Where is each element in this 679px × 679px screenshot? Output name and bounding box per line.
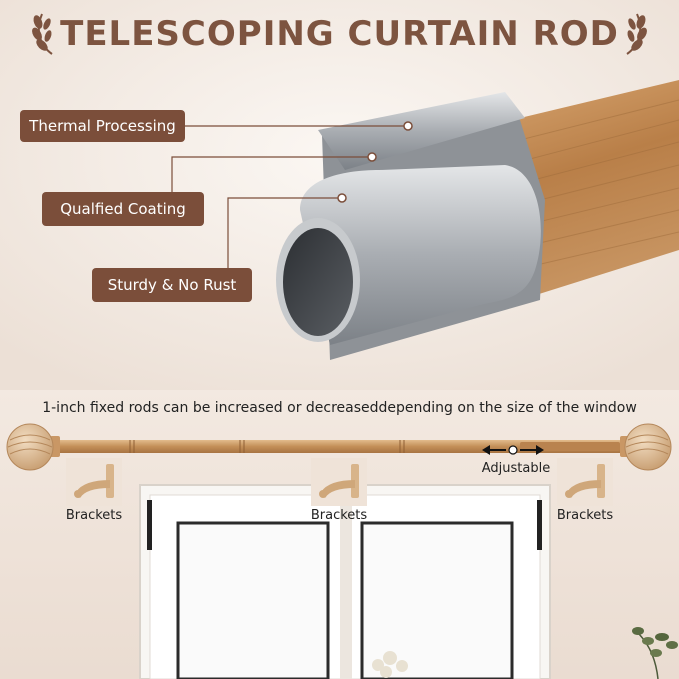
bracket-right [557,458,613,506]
rod-cross-section-illustration [171,80,679,360]
callout-thermal-processing: Thermal Processing [20,110,185,142]
bracket-center [311,458,367,506]
telescoping-caption: 1-inch fixed rods can be increased or de… [42,400,637,416]
callout-qualified-coating: Qualfied Coating [42,192,204,226]
adjustable-label: Adjustable [481,461,551,476]
callout-sturdy-no-rust: Sturdy & No Rust [92,268,252,302]
laurel-right-icon [626,13,647,55]
bracket-label-left: Brackets [65,508,123,523]
laurel-left-icon [32,13,53,55]
bracket-left [66,458,122,506]
plant-icon [632,627,678,679]
window-scene [0,390,679,679]
page-title: TELESCOPING CURTAIN ROD [60,14,619,54]
arrows-adjust-icon [482,445,544,455]
bracket-label-right: Brackets [556,508,614,523]
bracket-label-center: Brackets [310,508,368,523]
